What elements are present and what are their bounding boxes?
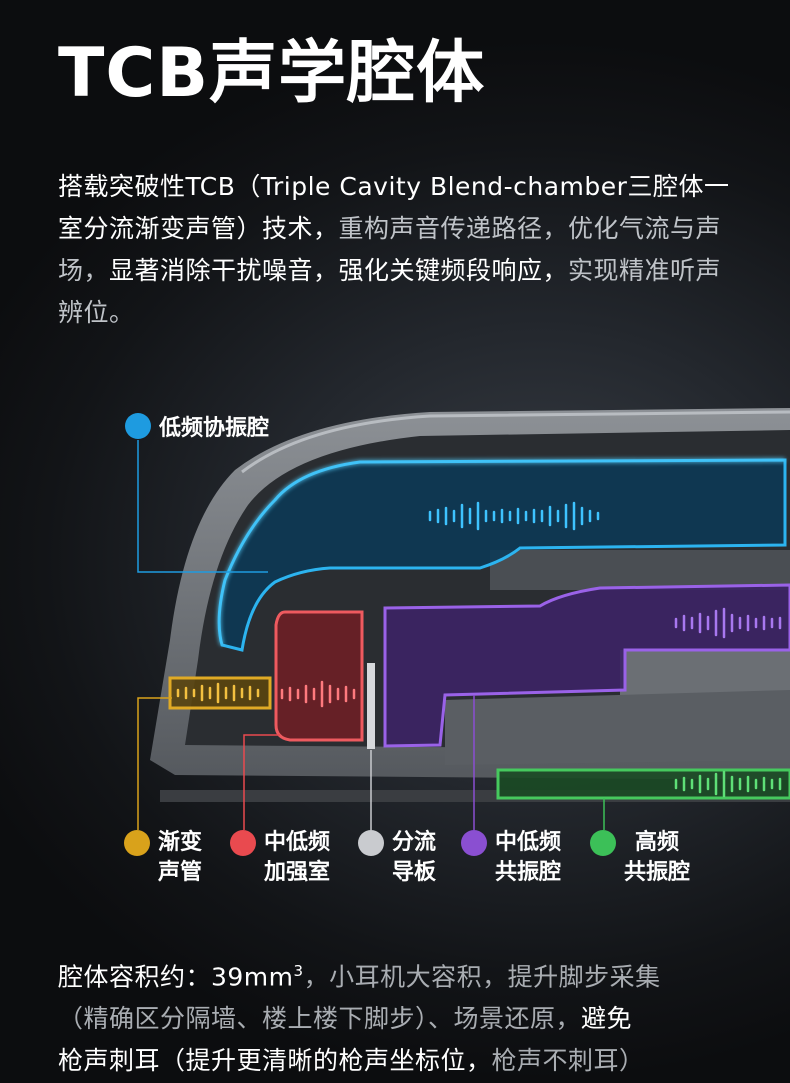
- legend-splitter: 分流 导板: [358, 828, 436, 888]
- legend-gradient-tube-line2: 声管: [158, 860, 203, 885]
- volume-line1b: ，小耳机大容积，提升脚步采集: [303, 962, 661, 992]
- intro-paragraph: 搭载突破性TCB（Triple Cavity Blend-chamber三腔体一…: [58, 166, 738, 334]
- leader-yellow: [137, 697, 172, 830]
- volume-line3b: 枪声不刺耳）: [491, 1046, 645, 1076]
- volume-line3a: 枪声刺耳（提升更清晰的枪声坐标位，: [58, 1046, 492, 1076]
- legend-splitter-line1: 分流: [392, 830, 437, 855]
- legend-gradient-tube: 渐变 声管: [124, 828, 202, 888]
- label-low-freq-resonance-text: 低频协振腔: [159, 416, 270, 441]
- inner-block-lower: [445, 690, 790, 765]
- legend-high-resonance: 高频 共振腔: [590, 828, 690, 888]
- yellow-waveform: [176, 682, 260, 704]
- volume-line2b: 避免: [581, 1004, 633, 1034]
- blue-dot-icon: [125, 413, 151, 439]
- volume-superscript: 3: [293, 962, 304, 980]
- shell-rim: [241, 410, 790, 474]
- inner-block-upper: [490, 550, 790, 590]
- legend-splitter-line2: 导板: [392, 860, 437, 885]
- intro-highlight: 显著消除干扰噪音，强化关键频段响应，: [109, 256, 569, 285]
- legend-midlow-resonance-line1: 中低频: [495, 830, 562, 855]
- intro-lead: 搭载突破性TCB（Triple Cavity Blend-chamber三腔体一…: [58, 172, 730, 243]
- legend-midlow-resonance-line2: 共振腔: [495, 860, 562, 885]
- legend-high-resonance-line2: 共振腔: [624, 860, 691, 885]
- green-dot-icon: [590, 830, 616, 856]
- legend-midlow-boost: 中低频 加强室: [230, 828, 330, 888]
- purple-waveform: [674, 607, 782, 639]
- volume-paragraph: 腔体容积约：39mm3，小耳机大容积，提升脚步采集 （精确区分隔墙、楼上楼下脚步…: [58, 950, 758, 1082]
- volume-line1a: 腔体容积约：39mm: [58, 962, 294, 992]
- cavity-cross-section-diagram: [137, 408, 790, 830]
- green-waveform: [674, 770, 782, 798]
- midlow-boost-chamber: [274, 610, 364, 742]
- intro-tail: 实现精准听声辨位。: [58, 256, 722, 327]
- legend-midlow-boost-line1: 中低频: [264, 830, 331, 855]
- yellow-dot-icon: [124, 830, 150, 856]
- red-dot-icon: [230, 830, 256, 856]
- midlow-resonance-cavity: [383, 583, 790, 748]
- legend-midlow-resonance: 中低频 共振腔: [461, 828, 561, 888]
- label-low-freq-resonance: 低频协振腔: [125, 410, 269, 442]
- purple-dot-icon: [461, 830, 487, 856]
- splitter-plate: [367, 663, 375, 749]
- legend-midlow-boost-line2: 加强室: [264, 860, 331, 885]
- legend-high-resonance-line1: 高频: [635, 830, 680, 855]
- leader-blue: [137, 440, 268, 573]
- blue-waveform: [428, 501, 600, 531]
- volume-line2: （精确区分隔墙、楼上楼下脚步）、场景还原，: [58, 1004, 582, 1034]
- leader-red: [243, 734, 280, 830]
- red-waveform: [280, 680, 356, 708]
- page-title: TCB声学腔体: [58, 34, 486, 113]
- intro-rest: 重构声音传递路径，优化气流与声场，: [58, 214, 722, 285]
- legend-gradient-tube-line1: 渐变: [158, 830, 203, 855]
- high-freq-cavity: [496, 768, 790, 800]
- gray-dot-icon: [358, 830, 384, 856]
